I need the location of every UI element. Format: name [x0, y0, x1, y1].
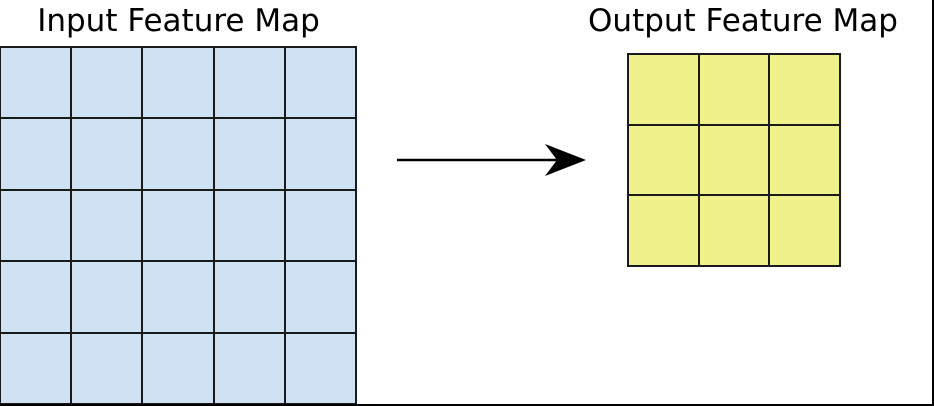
output-feature-map-title: Output Feature Map — [588, 3, 898, 39]
grid-cell — [1, 48, 71, 118]
grid-cell — [699, 55, 769, 124]
grid-cell — [72, 190, 142, 261]
grid-cell — [1, 333, 71, 403]
grid-cell — [214, 48, 284, 118]
grid-cell — [629, 55, 698, 124]
grid-cell — [143, 48, 213, 118]
grid-cell — [72, 48, 142, 118]
grid-cell — [629, 196, 698, 265]
grid-cell — [214, 333, 284, 403]
grid-cell — [770, 55, 839, 124]
grid-cell — [285, 190, 355, 261]
grid-cell — [629, 125, 698, 195]
grid-cell — [72, 119, 142, 189]
grid-cell — [214, 119, 284, 189]
grid-cell — [143, 190, 213, 261]
grid-cell — [1, 262, 71, 332]
grid-cell — [1, 119, 71, 189]
grid-cell — [72, 333, 142, 403]
grid-cell — [1, 190, 71, 261]
grid-cell — [770, 196, 839, 265]
grid-cell — [699, 125, 769, 195]
grid-cell — [143, 333, 213, 403]
grid-cell — [214, 262, 284, 332]
grid-cell — [770, 125, 839, 195]
output-feature-map-grid — [627, 53, 841, 267]
right-arrow-icon — [397, 144, 586, 176]
grid-cell — [285, 333, 355, 403]
grid-cell — [285, 48, 355, 118]
input-feature-map-grid — [0, 46, 357, 404]
grid-cell — [143, 262, 213, 332]
grid-cell — [72, 262, 142, 332]
grid-cell — [143, 119, 213, 189]
input-feature-map-title: Input Feature Map — [37, 3, 320, 39]
grid-cell — [214, 190, 284, 261]
grid-cell — [285, 119, 355, 189]
grid-cell — [285, 262, 355, 332]
grid-cell — [699, 196, 769, 265]
